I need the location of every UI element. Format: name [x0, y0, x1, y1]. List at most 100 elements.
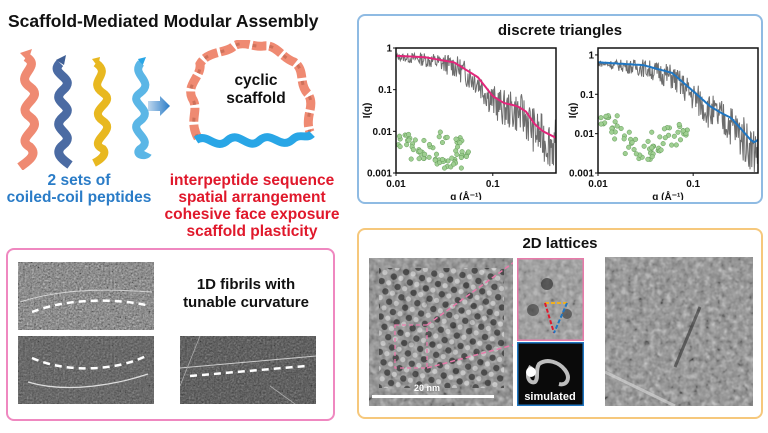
bead-model-sphere [421, 137, 427, 143]
right-arrow-icon [148, 96, 170, 116]
bead-model-sphere [645, 138, 651, 144]
bead-model-sphere [671, 133, 677, 139]
bead-model-sphere [621, 136, 627, 142]
bead-model-sphere [676, 121, 682, 127]
cyclic-scaffold-illustration [186, 40, 316, 148]
peptides-label-line2: coiled-coil peptides [6, 189, 152, 206]
y-tick-label: 1 [386, 44, 392, 55]
bead-model-sphere [463, 154, 469, 160]
bead-model-sphere [603, 113, 609, 119]
simulated-label: simulated [524, 391, 575, 403]
gold-helix-icon [92, 57, 112, 167]
bead-model-sphere [458, 165, 464, 171]
y-tick-label: 0.1 [378, 85, 392, 96]
bead-model-sphere [598, 115, 604, 121]
bead-model-sphere [658, 147, 664, 153]
bead-model-sphere [622, 151, 628, 157]
bead-model-sphere [680, 128, 686, 134]
bead-model-sphere [609, 129, 615, 135]
plot-frame [395, 47, 557, 174]
bead-model-sphere [453, 136, 459, 142]
bead-model-sphere [612, 119, 618, 125]
bead-model-sphere [629, 139, 635, 145]
x-axis-label: q (Å⁻¹) [652, 190, 683, 200]
feature-item: interpeptide sequence [169, 172, 335, 189]
bead-model-sphere [406, 131, 412, 137]
bead-model-sphere [458, 155, 464, 161]
bead-model-sphere [649, 145, 655, 151]
salmon-helix-icon [17, 49, 39, 170]
bead-model-sphere [614, 123, 620, 129]
sky-helix-icon [132, 57, 152, 160]
bead-model-sphere [649, 154, 655, 160]
bead-model-sphere [426, 142, 432, 148]
bead-model-sphere [426, 154, 432, 160]
panel-title: 2D lattices [522, 235, 598, 252]
y-tick-label: 0.01 [373, 127, 393, 138]
fibril-micrograph-2 [18, 336, 154, 404]
scaffold-label-line2: scaffold [226, 90, 286, 107]
bead-model-sphere [618, 126, 624, 132]
bead-model-sphere [416, 156, 422, 162]
bead-model-sphere [660, 141, 666, 147]
bead-model-sphere [451, 161, 457, 167]
bead-model-sphere [662, 135, 668, 141]
bead-model-sphere [626, 144, 632, 150]
bead-model-sphere [633, 151, 639, 157]
bead-model-sphere [410, 147, 416, 153]
bead-model-sphere [641, 143, 647, 149]
bead-model-sphere [675, 129, 681, 135]
bead-model-sphere [439, 140, 445, 146]
bead-model-sphere [404, 142, 410, 148]
bead-model-sphere [631, 147, 637, 153]
bead-model-sphere [417, 148, 423, 154]
model-fit-line [597, 61, 759, 144]
x-tick-label: 0.1 [486, 179, 500, 190]
feature-item: cohesive face exposure [164, 206, 340, 223]
y-tick-label: 0.001 [569, 169, 594, 180]
model-fit-line [395, 54, 557, 139]
lattice-zoom-inset [517, 258, 584, 341]
bead-model-sphere [444, 134, 450, 140]
scattering-data-line [395, 51, 557, 167]
bead-model-sphere [442, 165, 448, 171]
bead-model-sphere [412, 137, 418, 143]
panel-title: discrete triangles [497, 22, 623, 39]
y-tick-label: 1 [588, 50, 594, 61]
peptides-label: 2 sets of coiled-coil peptides [0, 172, 158, 206]
fibrils-panel [6, 248, 335, 421]
bead-model-sphere [633, 136, 639, 142]
bead-model-sphere [422, 151, 428, 157]
bead-model-sphere [677, 137, 683, 143]
fibrils-title-line2: tunable curvature [183, 294, 309, 311]
bead-model-sphere [406, 137, 412, 143]
bead-model-sphere [432, 157, 438, 163]
scaffold-features-list: interpeptide sequence spatial arrangemen… [152, 172, 352, 240]
bead-model-sphere [645, 156, 651, 162]
feature-item: spatial arrangement [178, 189, 326, 206]
bead-model-sphere [669, 142, 675, 148]
plot-frame [597, 47, 759, 174]
x-axis-label: q (Å⁻¹) [450, 190, 481, 200]
discrete-triangles-panel: discrete triangles [357, 14, 763, 204]
bead-model-sphere [408, 156, 414, 162]
bead-model-sphere [433, 151, 439, 157]
feature-item: scaffold plasticity [186, 223, 318, 240]
scale-bar-label: 20 nm [414, 383, 440, 393]
bead-model-sphere [465, 149, 471, 155]
y-axis-label: I(q) [362, 103, 373, 119]
navy-helix-icon [52, 55, 73, 169]
bead-model-sphere [626, 129, 632, 135]
lattice-micrograph: 20 nm [369, 258, 513, 406]
y-tick-label: 0.01 [575, 129, 595, 140]
bead-model-sphere [673, 142, 679, 148]
bead-model-sphere [649, 129, 655, 135]
fibril-micrograph-1 [18, 262, 154, 330]
x-tick-label: 0.1 [686, 179, 700, 190]
bead-model-sphere [459, 149, 465, 155]
bead-model-sphere [612, 136, 618, 142]
fibril-micrograph-3 [180, 336, 316, 404]
y-tick-label: 0.001 [367, 169, 392, 180]
bead-model-sphere [439, 156, 445, 162]
